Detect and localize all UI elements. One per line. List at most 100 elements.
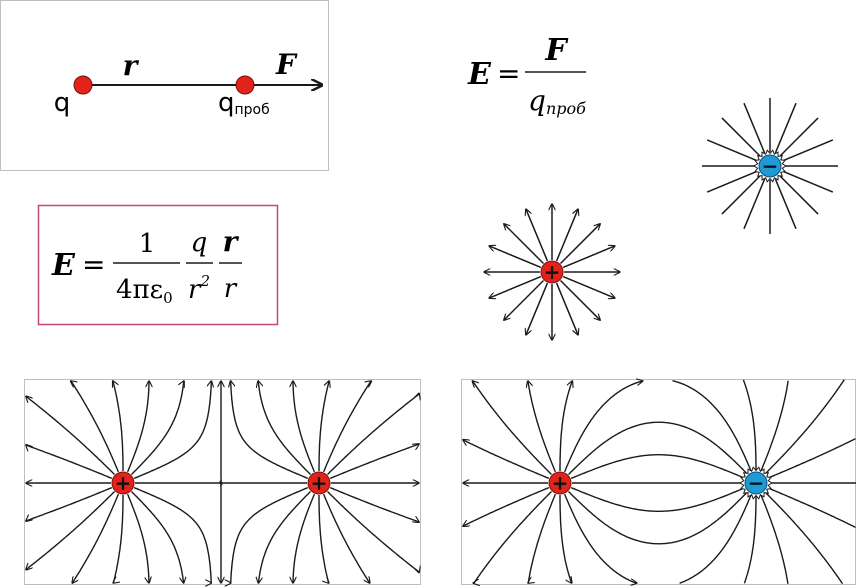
radial-field-line <box>504 224 545 265</box>
field-line <box>767 487 856 529</box>
charge-circle <box>548 471 572 495</box>
field-line <box>258 491 311 584</box>
field-definition-lhs: E <box>467 57 492 92</box>
radial-field-line <box>526 282 549 335</box>
radial-field-line <box>779 117 819 157</box>
field-line <box>760 494 789 584</box>
test-charge-panel: r F q qпроб <box>0 0 329 171</box>
coulomb-frac3-numerator: r <box>223 225 240 258</box>
plus-sign: + <box>115 471 132 495</box>
radial-field-line <box>489 246 542 269</box>
field-line <box>568 490 749 545</box>
coulomb-frac2-numerator: q <box>191 228 208 258</box>
charges-layer: + − + + + − <box>111 149 787 500</box>
field-line <box>231 381 309 480</box>
like-charges-panel-border <box>24 379 421 585</box>
minus-sign: − <box>748 471 765 495</box>
radial-field-line <box>706 139 758 162</box>
field-line <box>133 381 211 480</box>
coulomb-frac1-denominator: 4πε0 <box>116 275 173 307</box>
field-line <box>318 495 329 583</box>
coulomb-formula-box <box>37 204 279 326</box>
field-line <box>327 491 420 573</box>
field-line <box>113 495 124 583</box>
field-line <box>570 454 747 480</box>
radial-field-line <box>559 224 600 265</box>
field-line <box>126 493 149 583</box>
field-definition-denominator: qпроб <box>528 84 586 118</box>
coulomb-frac3-denominator: r <box>224 274 238 304</box>
coulomb-frac1-numerator: 1 <box>139 229 156 259</box>
radial-field-line <box>779 175 819 215</box>
charge-circle <box>307 471 331 495</box>
radial-field-line <box>782 139 834 162</box>
field-line <box>131 381 185 475</box>
radial-field-line <box>774 102 797 154</box>
field-line <box>528 493 557 583</box>
field-line <box>318 381 329 471</box>
field-line <box>26 396 115 475</box>
field-line <box>679 494 752 584</box>
field-line <box>563 493 637 583</box>
field-line <box>568 421 750 476</box>
field-line <box>26 486 113 521</box>
field-line <box>126 381 149 473</box>
field-line <box>764 491 844 585</box>
radial-field-line <box>559 279 600 320</box>
field-line <box>26 445 113 480</box>
field-line <box>133 486 211 583</box>
source-charge <box>73 75 93 95</box>
positive-charge: + <box>548 471 572 495</box>
field-line <box>472 381 552 475</box>
field-definition-formula: E = F qпроб <box>467 33 586 118</box>
positive-charge-radial-field <box>484 204 620 340</box>
field-line <box>258 381 312 475</box>
source-charge-label: q <box>54 88 71 118</box>
coulomb-formula: E = 1 4πε0 q r2 r r <box>37 204 279 326</box>
radial-field-line <box>774 178 797 230</box>
radial-field-line <box>721 175 761 215</box>
field-line <box>220 381 307 484</box>
coulomb-eq: = <box>82 248 105 281</box>
field-line <box>327 393 420 475</box>
like-charges-field-lines <box>26 381 419 583</box>
positive-charge: + <box>307 471 331 495</box>
charge-circle <box>111 471 135 495</box>
field-line <box>322 381 372 473</box>
positive-charge: + <box>111 471 135 495</box>
positive-charge: + <box>540 260 564 284</box>
test-charge-label: qпроб <box>218 88 270 118</box>
dipole-field-lines <box>463 380 856 584</box>
field-line <box>563 381 643 473</box>
field-line <box>293 381 316 473</box>
radial-field-line <box>504 279 545 320</box>
field-definition-eq: = <box>497 57 520 90</box>
minus-sign: − <box>762 154 779 178</box>
negative-charge: − <box>753 149 787 183</box>
field-line <box>72 493 120 583</box>
field-line <box>463 440 550 480</box>
field-line <box>26 491 115 570</box>
radial-field-line <box>706 170 758 193</box>
field-line <box>71 381 120 473</box>
charge-circle <box>758 154 782 178</box>
coulomb-frac2-denominator: r2 <box>188 272 210 305</box>
field-line <box>570 486 747 512</box>
field-line <box>130 491 184 584</box>
field-line <box>293 493 316 583</box>
field-line <box>135 482 222 583</box>
negative-charge-radial-field <box>702 98 838 234</box>
dipole-panel <box>461 380 856 585</box>
field-line <box>329 444 419 480</box>
field-line <box>463 486 550 527</box>
field-line <box>672 380 752 472</box>
field-line <box>559 495 572 583</box>
radial-field-line <box>562 246 615 269</box>
field-line <box>742 379 757 470</box>
coulomb-lhs: E <box>51 248 76 283</box>
field-line <box>329 486 419 523</box>
radial-field-line <box>743 178 766 230</box>
field-line <box>743 496 757 584</box>
test-charge <box>235 75 255 95</box>
